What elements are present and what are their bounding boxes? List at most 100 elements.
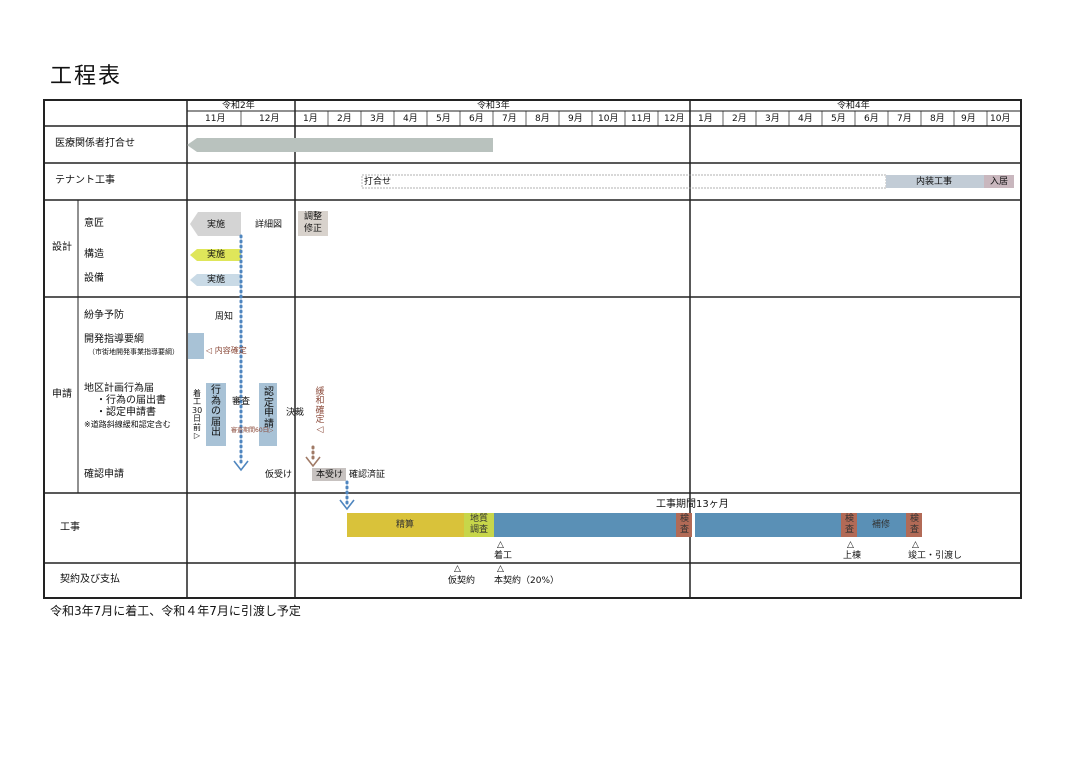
label-joto: 上棟	[843, 551, 862, 561]
bar-koji-main-1	[494, 513, 676, 537]
month-r3-2: 2月	[337, 114, 352, 124]
label-shusei: 修正	[304, 224, 323, 234]
label-karikeiyaku: 仮契約	[448, 576, 476, 586]
label-koi-todoke: 行為の届出	[211, 385, 221, 438]
bar-seiso	[347, 513, 464, 537]
label-chakko: 着工	[494, 551, 513, 561]
label-kensa-3-bottom: 査	[910, 525, 920, 535]
row-label-kakunin: 確認申請	[84, 469, 124, 480]
label-koki: 工事期間13ヶ月	[656, 499, 729, 510]
footer-note: 令和3年7月に着工、令和４年7月に引渡し予定	[50, 604, 301, 618]
month-r3-4: 4月	[403, 114, 418, 124]
month-r4-8: 8月	[930, 114, 945, 124]
month-r4-2: 2月	[732, 114, 747, 124]
label-kanwa-kakutei: 緩和確定◁	[315, 387, 325, 435]
arrow-head-brown	[305, 456, 321, 468]
mark-honkeiyaku: △	[497, 564, 504, 574]
label-nintei-shinsei: 認定申請	[264, 387, 274, 430]
month-r4-1: 1月	[698, 114, 713, 124]
month-r3-10: 10月	[598, 114, 619, 124]
label-isho-jisshi: 実施	[207, 220, 226, 230]
era-r3: 令和3年	[477, 101, 510, 111]
era-r4: 令和4年	[837, 101, 870, 111]
month-r4-3: 3月	[765, 114, 780, 124]
row-label-setsubi: 設備	[84, 273, 104, 284]
label-shinsa: 審査	[232, 397, 251, 407]
month-r3-7: 7月	[502, 114, 517, 124]
row-label-keiyaku: 契約及び支払	[60, 574, 120, 585]
bar-iryo	[187, 138, 493, 152]
mark-chakko: △	[497, 540, 504, 550]
era-r2: 令和2年	[222, 101, 255, 111]
bar-koi-todoke	[206, 383, 226, 446]
label-kariuke: 仮受け	[265, 470, 293, 480]
row-label-chiku-2: ・認定申請書	[96, 407, 156, 418]
bar-tenant-naiso	[886, 175, 984, 188]
row-label-tenant: テナント工事	[55, 175, 115, 186]
month-r3-9: 9月	[568, 114, 583, 124]
bar-chishitsu	[464, 513, 494, 537]
label-honkeiyaku: 本契約（20%）	[494, 576, 560, 586]
month-r4-4: 4月	[798, 114, 813, 124]
bar-chosei	[298, 211, 328, 236]
row-label-funso: 紛争予防	[84, 310, 124, 321]
row-label-chiku: 地区計画行為届	[84, 383, 154, 394]
label-shinsa-kikan: 審査期間60日▷	[231, 427, 274, 434]
label-kozo-jisshi: 実施	[207, 250, 226, 260]
bar-hoshu	[857, 513, 906, 537]
month-r2-11: 11月	[205, 114, 226, 124]
label-kakunin-zumi: 確認済証	[349, 470, 386, 480]
label-chosa: 調査	[470, 525, 489, 535]
label-kensa-1-top: 検	[680, 514, 690, 524]
row-label-chiku-1: ・行為の届出書	[96, 395, 166, 406]
label-setsubi-jisshi: 実施	[207, 275, 226, 285]
row-label-iryo: 医療関係者打合せ	[55, 138, 135, 149]
label-hoshu: 補修	[872, 520, 891, 530]
row-label-kaihatsu-sub: （市街地開発事業指導要綱）	[88, 348, 179, 356]
month-r2-12: 12月	[259, 114, 280, 124]
month-r3-12: 12月	[664, 114, 685, 124]
month-r3-8: 8月	[535, 114, 550, 124]
bar-kensa-2	[841, 513, 857, 537]
month-r3-11: 11月	[631, 114, 652, 124]
row-label-kozo: 構造	[84, 249, 104, 260]
label-kensa-1-bottom: 査	[680, 525, 690, 535]
row-label-koji: 工事	[60, 522, 80, 533]
label-kensa-3-top: 検	[910, 514, 920, 524]
label-kensa-2-top: 検	[845, 514, 855, 524]
month-r4-7: 7月	[897, 114, 912, 124]
bar-kensa-3	[906, 513, 922, 537]
row-label-isho: 意匠	[84, 218, 104, 229]
bar-isho-jisshi	[190, 212, 241, 236]
label-uchiawase: 打合せ	[364, 177, 392, 187]
bar-tenant-nyukyo	[984, 175, 1014, 188]
mark-shunko: △	[912, 540, 919, 550]
row-label-shinsei: 申請	[52, 389, 72, 400]
label-chakko-30: 着工30日前▷	[192, 389, 203, 440]
label-kensa-2-bottom: 査	[845, 525, 855, 535]
page-title: 工程表	[50, 64, 123, 89]
mark-karikeiyaku: △	[454, 564, 461, 574]
row-label-chiku-note: ※道路斜線緩和認定含む	[84, 420, 171, 429]
label-seiso: 精算	[396, 520, 415, 530]
label-nyukyo: 入居	[990, 177, 1009, 187]
label-shuchi: 周知	[215, 312, 234, 322]
arrow-head-blue-2	[339, 499, 355, 511]
label-shosaizu: 詳細図	[255, 220, 283, 230]
row-label-sekkei: 設計	[52, 242, 72, 253]
month-r3-3: 3月	[370, 114, 385, 124]
label-chosei: 調整	[304, 212, 323, 222]
label-chishitsu: 地質	[470, 514, 489, 524]
bar-kensa-1	[676, 513, 692, 537]
arrow-head-blue-1	[233, 460, 249, 472]
month-r3-5: 5月	[436, 114, 451, 124]
bar-kozo-jisshi	[190, 249, 241, 261]
bar-nintei-shinsei	[259, 383, 277, 446]
mark-joto: △	[847, 540, 854, 550]
bar-honuke	[312, 468, 346, 481]
row-label-kaihatsu: 開発指導要綱	[84, 334, 144, 345]
bar-kaihatsu	[188, 333, 204, 359]
month-r3-1: 1月	[303, 114, 318, 124]
label-shunko: 竣工・引渡し	[908, 551, 963, 561]
